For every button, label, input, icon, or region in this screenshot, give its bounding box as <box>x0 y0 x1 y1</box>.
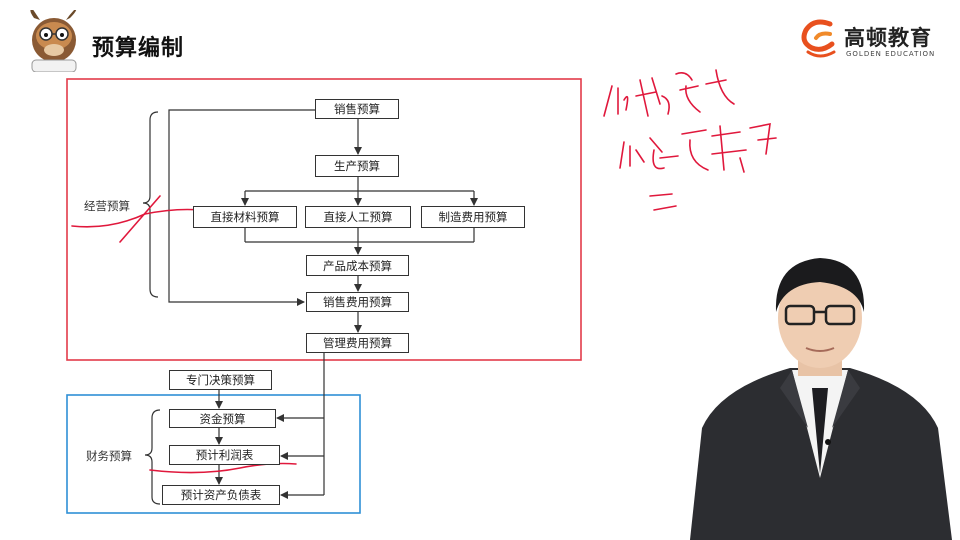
node-manufacturing-overhead-budget: 制造费用预算 <box>421 206 525 228</box>
node-admin-expense-budget: 管理费用预算 <box>306 333 409 353</box>
bracket-financial <box>144 409 161 505</box>
brand-swirl-icon <box>801 19 836 58</box>
arrow-sales-loop-selling <box>168 109 315 306</box>
financial-budget-label: 财务预算 <box>86 449 132 463</box>
presenter-image <box>690 258 952 540</box>
page-title: 预算编制 <box>92 36 185 61</box>
financial-budget-frame <box>66 394 361 514</box>
node-production-budget: 生产预算 <box>315 155 399 177</box>
node-direct-material-budget: 直接材料预算 <box>193 206 297 228</box>
node-selling-expense-budget: 销售费用预算 <box>306 292 409 312</box>
node-cash-budget: 资金预算 <box>169 409 276 428</box>
node-sales-budget: 销售预算 <box>315 99 399 119</box>
brand-subtitle: GOLDEN EDUCATION <box>846 50 936 58</box>
handwritten-annotations <box>71 69 777 474</box>
mascot-logo <box>30 10 77 72</box>
node-special-decision-budget: 专门决策预算 <box>169 370 272 390</box>
operating-budget-label: 经营预算 <box>84 199 130 213</box>
brand-name: 高顿教育 <box>844 26 932 50</box>
node-projected-income-statement: 预计利润表 <box>169 445 280 465</box>
node-projected-balance-sheet: 预计资产负债表 <box>162 485 280 505</box>
brand-logo: 高顿教育 GOLDEN EDUCATION <box>800 16 950 66</box>
node-product-cost-budget: 产品成本预算 <box>306 255 409 276</box>
node-direct-labor-budget: 直接人工预算 <box>305 206 411 228</box>
bracket-operating <box>142 111 159 298</box>
